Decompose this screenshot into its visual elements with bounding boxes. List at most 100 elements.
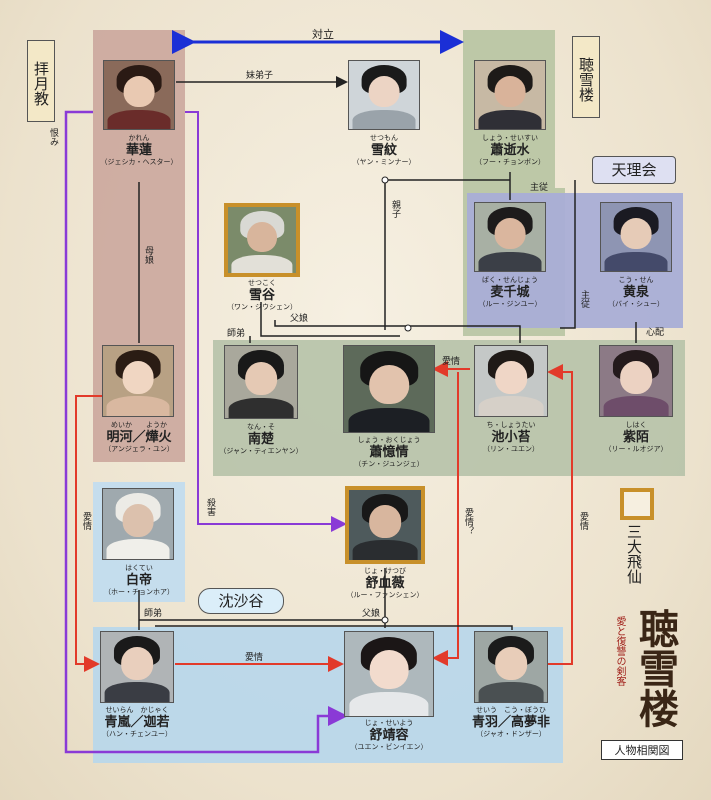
furigana: しょう・せいすい bbox=[482, 134, 538, 142]
name-chishoutai: ち・しょうたい 池小苔 （リン・ユエン） bbox=[483, 421, 539, 454]
character-name: 華蓮 bbox=[125, 143, 152, 158]
relation-shuju2: 主従 bbox=[579, 290, 589, 308]
furigana: じょ・せいよう bbox=[364, 719, 414, 727]
portrait-shihaku bbox=[599, 345, 673, 417]
group-tag-baigetsu: 拝月教 bbox=[27, 40, 55, 122]
group-tag-chinsa: 沈沙谷 bbox=[198, 588, 284, 614]
actor-name: （フー・チョンボン） bbox=[475, 158, 545, 166]
portrait-shookujo bbox=[343, 345, 435, 433]
name-joseiyo: じょ・せいよう 舒靖容 （ユエン・ビンイエン） bbox=[351, 719, 428, 752]
name-kosen: こう・せん 黄泉 （バイ・シュー） bbox=[608, 276, 664, 309]
furigana: ち・しょうたい bbox=[486, 421, 536, 429]
furigana: しはく bbox=[625, 421, 647, 429]
title-subtitle: 愛と復讐の剣客 bbox=[614, 616, 625, 686]
relation-aijo-right: 愛情 bbox=[578, 512, 588, 530]
character-name: 麦千城 bbox=[490, 285, 530, 300]
character-name: 青嵐／迦若 bbox=[104, 715, 170, 730]
character-name: 南楚 bbox=[247, 432, 275, 447]
character-name: 明河／燁火 bbox=[106, 430, 172, 445]
actor-name: （アンジェラ・ユン） bbox=[104, 445, 174, 453]
furigana: せつこく bbox=[248, 279, 276, 287]
relation-fujo-2: 父娘 bbox=[362, 609, 381, 619]
actor-name: （チン・ジュンジェ） bbox=[354, 460, 424, 468]
character-name: 白帝 bbox=[125, 573, 152, 588]
relation-urami: 恨み bbox=[48, 128, 58, 146]
relation-oyako: 親子 bbox=[390, 200, 400, 218]
character-name: 青羽／高夢非 bbox=[471, 715, 551, 730]
actor-name: （ジャオ・ドンザー） bbox=[476, 730, 546, 738]
character-name: 舒血薇 bbox=[365, 576, 405, 591]
portrait-hakutei bbox=[102, 488, 174, 560]
relation-tairitsu: 対立 bbox=[312, 28, 334, 41]
actor-name: （ホー・チョンホア） bbox=[104, 588, 174, 596]
name-joketsubi: じょ・けつび 舒血薇 （ルー・ファンシェン） bbox=[347, 567, 424, 600]
portrait-nanso bbox=[224, 345, 298, 419]
group-tag-tenri: 天理会 bbox=[592, 156, 676, 184]
portrait-joseiyo bbox=[344, 631, 434, 717]
character-name: 蕭憶情 bbox=[369, 445, 409, 460]
furigana: はくてい bbox=[125, 564, 153, 572]
legend-gold-box bbox=[620, 488, 654, 520]
name-shookujo: しょう・おくじょう 蕭憶情 （チン・ジュンジェ） bbox=[354, 436, 424, 469]
furigana: せいう こう・ぼうひ bbox=[475, 706, 546, 714]
name-hakutei: はくてい 白帝 （ホー・チョンホア） bbox=[104, 564, 174, 597]
group-tag-teisetsu: 聴雪楼 bbox=[572, 36, 600, 118]
portrait-setsumon bbox=[348, 60, 420, 130]
actor-name: （ユエン・ビンイエン） bbox=[350, 743, 428, 751]
actor-name: （ジャン・ティエンヤン） bbox=[219, 447, 303, 455]
relation-shitei-2: 師弟 bbox=[144, 609, 163, 619]
name-seiran: せいらん かじゃく 青嵐／迦若 （ハン・チェンユー） bbox=[102, 706, 172, 739]
character-name: 池小苔 bbox=[491, 430, 531, 445]
relation-bojo: 母娘 bbox=[143, 246, 153, 264]
relation-aijo-question: 愛情？ bbox=[463, 508, 473, 535]
furigana: なん・そ bbox=[246, 423, 275, 431]
furigana: せいらん かじゃく bbox=[105, 706, 169, 714]
title-logo: 聴雪楼 bbox=[632, 608, 679, 728]
portrait-sekkoku bbox=[224, 203, 300, 277]
actor-name: （ハン・チェンユー） bbox=[102, 730, 172, 738]
portrait-seiu bbox=[474, 631, 548, 703]
portrait-meika bbox=[102, 345, 174, 417]
character-name: 黄泉 bbox=[622, 285, 649, 300]
relation-aijo-1: 愛情 bbox=[442, 357, 461, 367]
character-name: 雪谷 bbox=[248, 288, 275, 303]
relation-shinpai: 心配 bbox=[646, 328, 665, 338]
title-caption: 人物相関図 bbox=[601, 740, 683, 760]
name-setsumon: せつもん 雪紋 （ヤン・ミンナー） bbox=[353, 134, 416, 167]
name-sekkoku: せつこく 雪谷 （ワン・ジウシェン） bbox=[227, 279, 297, 312]
furigana: ばく・せんじょう bbox=[482, 276, 538, 284]
name-shihaku: しはく 紫陌 （リー・ルオジア） bbox=[605, 421, 668, 454]
name-karen: かれん 華蓮 （ジェシカ・ヘスター） bbox=[101, 134, 178, 167]
furigana: せつもん bbox=[370, 134, 398, 142]
character-name: 紫陌 bbox=[622, 430, 649, 445]
furigana: かれん bbox=[128, 134, 150, 142]
actor-name: （リー・ルオジア） bbox=[604, 445, 668, 453]
relation-maitei: 妹弟子 bbox=[246, 71, 274, 81]
portrait-shoseisui bbox=[474, 60, 546, 130]
character-name: 蕭逝水 bbox=[490, 143, 530, 158]
name-shoseisui: しょう・せいすい 蕭逝水 （フー・チョンボン） bbox=[475, 134, 545, 167]
character-name: 雪紋 bbox=[370, 143, 397, 158]
name-nanso: なん・そ 南楚 （ジャン・ティエンヤン） bbox=[219, 423, 302, 456]
relation-shitei: 師弟 bbox=[227, 329, 246, 339]
portrait-seiran bbox=[100, 631, 174, 703]
actor-name: （リン・ユエン） bbox=[483, 445, 539, 453]
relation-fujo: 父娘 bbox=[290, 314, 309, 324]
actor-name: （バイ・シュー） bbox=[608, 300, 664, 308]
relation-aijo-bottom: 愛情 bbox=[245, 653, 264, 663]
actor-name: （ジェシカ・ヘスター） bbox=[100, 158, 178, 166]
actor-name: （ヤン・ミンナー） bbox=[352, 158, 416, 166]
actor-name: （ルー・ジンユー） bbox=[478, 300, 542, 308]
furigana: めいか ようか bbox=[110, 421, 167, 429]
portrait-kosen bbox=[600, 202, 672, 272]
name-bakusenjo: ばく・せんじょう 麦千城 （ルー・ジンユー） bbox=[479, 276, 542, 309]
portrait-bakusenjo bbox=[474, 202, 546, 272]
name-meika: めいか ようか 明河／燁火 （アンジェラ・ユン） bbox=[104, 421, 174, 454]
portrait-joketsubi bbox=[345, 486, 425, 564]
actor-name: （ワン・ジウシェン） bbox=[227, 303, 297, 311]
portrait-chishoutai bbox=[474, 345, 548, 417]
furigana: こう・せん bbox=[618, 276, 654, 284]
relation-aijo-left: 愛情 bbox=[81, 512, 91, 530]
furigana: しょう・おくじょう bbox=[357, 436, 421, 444]
